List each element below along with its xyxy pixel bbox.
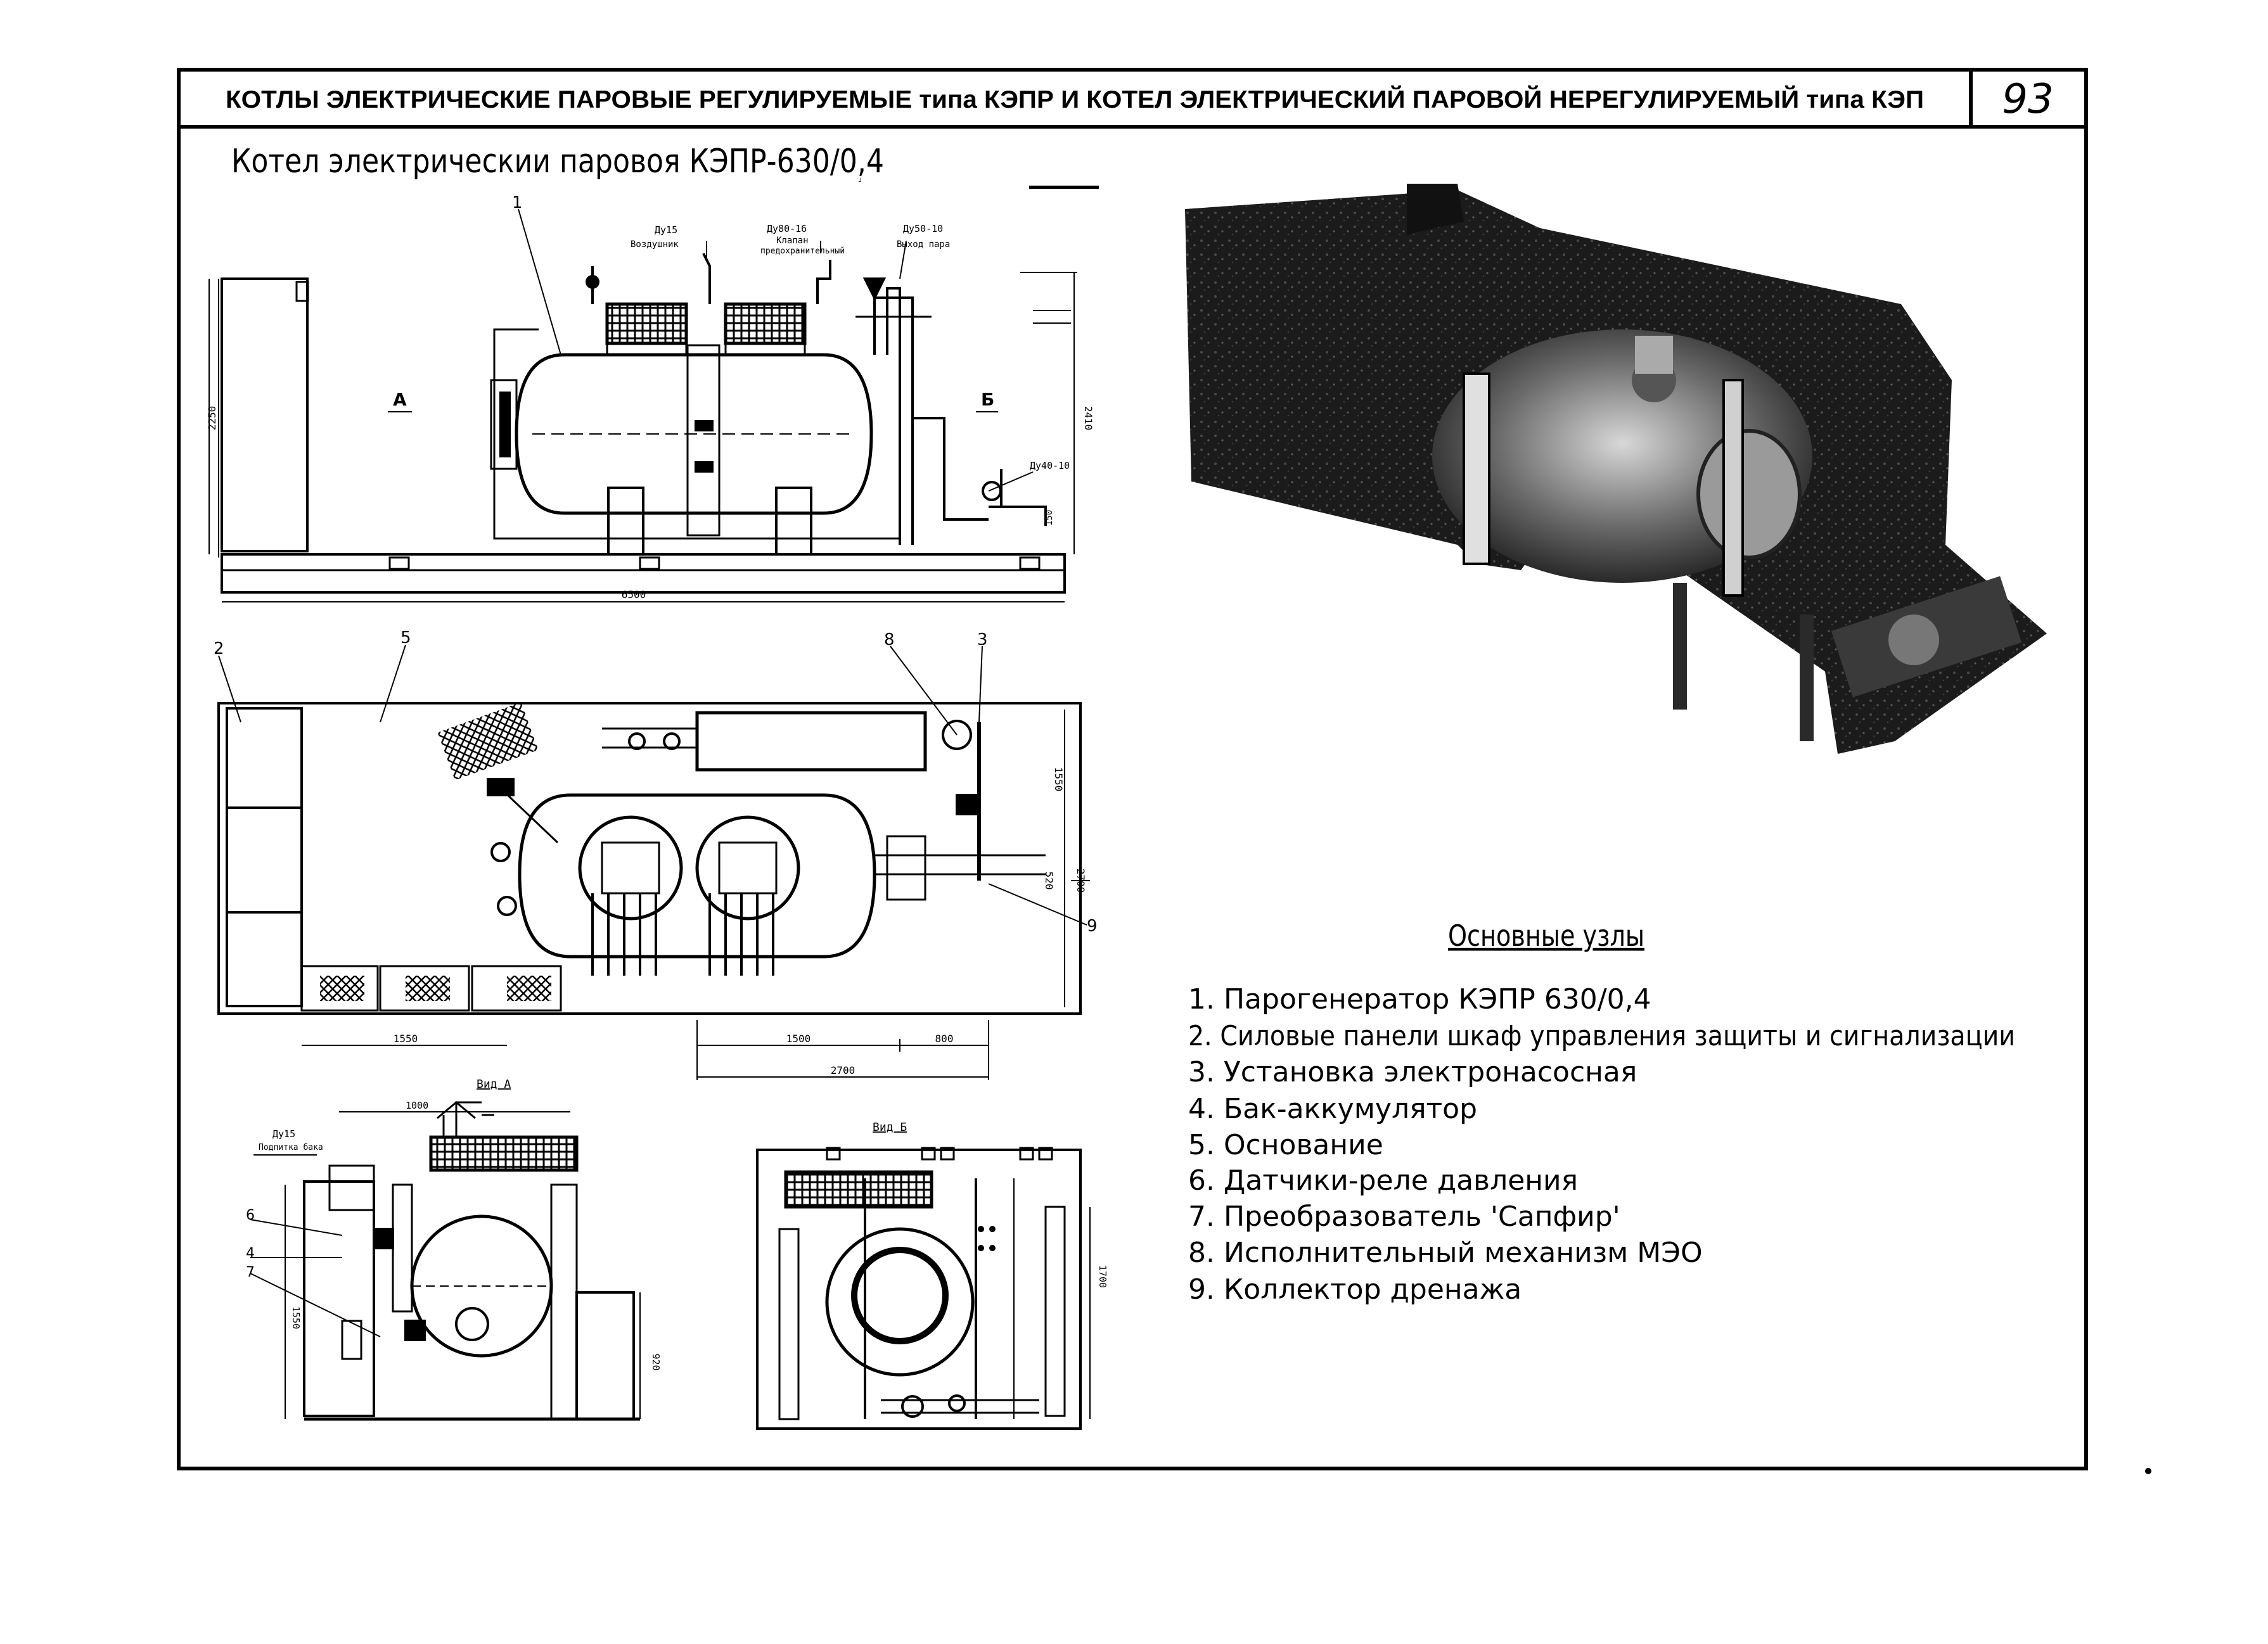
- callout-2: 2: [214, 639, 224, 658]
- plan-view: [217, 644, 1090, 1080]
- stray-dot: [2145, 1468, 2151, 1474]
- dim-plan-1500: 1500: [786, 1033, 811, 1045]
- view-a: [250, 1101, 641, 1421]
- view-b-title: Вид Б: [873, 1121, 907, 1134]
- legend-title: Основные узлы: [1448, 919, 1644, 953]
- title-note: ┘: [859, 177, 862, 186]
- legend-item-7: 7. Преобразователь 'Сапфир': [1188, 1201, 1620, 1233]
- header-title: КОТЛЫ ЭЛЕКТРИЧЕСКИЕ ПАРОВЫЕ РЕГУЛИРУЕМЫЕ…: [226, 85, 1924, 113]
- legend-item-4: 4. Бак-аккумулятор: [1188, 1093, 1477, 1125]
- plan-drum: [518, 793, 876, 959]
- pipe-steam-name: Выход пара: [897, 239, 950, 250]
- dim-side-length: 6500: [622, 589, 646, 601]
- legend-item-9: 9. Коллектор дренажа: [1188, 1273, 1522, 1306]
- sheet-frame: [177, 68, 2088, 1470]
- base-frame: [221, 553, 1066, 594]
- legend-item-8: 8. Исполнительный механизм МЭО: [1188, 1237, 1703, 1269]
- pipe-air-dn: Ду15: [655, 224, 677, 236]
- dim-plan-1550-right: 1550: [1053, 767, 1065, 792]
- pipe-air-name: Воздушник: [631, 239, 679, 250]
- dim-plan-520: 520: [1043, 872, 1055, 890]
- callout-4: 4: [246, 1246, 255, 1261]
- view-a-pipe-dn: Ду15: [272, 1128, 295, 1140]
- cabinet-handle: [295, 281, 309, 302]
- dim-side-height-right: 2410: [1082, 406, 1094, 431]
- legend-list: 1. Парогенератор КЭПР 630/0,4 2. Силовые…: [1188, 983, 2015, 1306]
- dim-plan-1550-bottom: 1550: [394, 1033, 418, 1045]
- pipe-steam-dn: Ду50-10: [903, 223, 943, 234]
- legend-item-5: 5. Основание: [1188, 1129, 1383, 1161]
- callout-3: 3: [977, 630, 988, 649]
- view-a-heater: [429, 1135, 579, 1172]
- view-a-dim-1000: 1000: [406, 1100, 428, 1111]
- callout-7: 7: [246, 1265, 255, 1280]
- page-number: 93: [2002, 76, 2053, 123]
- hatched-mesh: [437, 702, 539, 781]
- legend-item-2: 2. Силовые панели шкаф управления защиты…: [1188, 1020, 2015, 1052]
- view-b-outline: [756, 1149, 1082, 1430]
- pipe-valve-dn: Ду80-16: [767, 223, 807, 234]
- dim-side-150: 150: [1044, 510, 1054, 526]
- title-mark: [1029, 186, 1099, 189]
- pipe-valve-name2: предохранительный: [760, 246, 845, 256]
- control-cabinet: [221, 277, 309, 552]
- view-b: [756, 1147, 1091, 1430]
- boiler-drum: [515, 353, 873, 515]
- legend-item-3: 3. Установка электронасосная: [1188, 1056, 1637, 1088]
- callout-8: 8: [884, 630, 895, 649]
- view-b-flange: [851, 1247, 949, 1344]
- dim-plan-2700-right: 2700: [1075, 869, 1087, 893]
- side-view: [208, 208, 1077, 602]
- view-a-title: Вид А: [477, 1078, 511, 1091]
- dim-plan-2700-bottom: 2700: [831, 1064, 855, 1076]
- view-a-dim-1550: 1550: [290, 1306, 302, 1329]
- view-a-dim-920: 920: [650, 1353, 662, 1370]
- legend-item-6: 6. Датчики-реле давления: [1188, 1164, 1578, 1197]
- heater-flange-1: [578, 815, 683, 921]
- view-b-dim-1700: 1700: [1097, 1265, 1108, 1288]
- pipe-water-dn: Ду40-10: [1030, 460, 1070, 471]
- view-b-heater: [784, 1170, 933, 1209]
- view-label-b: Б: [981, 389, 994, 410]
- view-a-pipe-name: Подпитка бака: [259, 1143, 323, 1152]
- dim-plan-800: 800: [935, 1033, 954, 1045]
- view-b-drum: [825, 1227, 975, 1377]
- boiler-photo: [1185, 184, 2047, 754]
- view-label-a: А: [393, 389, 407, 410]
- callout-1: 1: [512, 193, 523, 212]
- legend-item-1: 1. Парогенератор КЭПР 630/0,4: [1188, 983, 1651, 1016]
- callout-9: 9: [1087, 917, 1098, 936]
- drawing-title: Котел электрическии паровоя КЭПР-630/0,4: [231, 143, 884, 181]
- heater-flange-2: [695, 815, 800, 921]
- callout-6: 6: [246, 1208, 255, 1223]
- callout-5: 5: [400, 628, 411, 647]
- plan-outline: [217, 702, 1082, 1015]
- heater-block-2: [724, 302, 807, 345]
- pump-unit: [695, 711, 927, 772]
- pipe-valve-name1: Клапан: [776, 236, 809, 246]
- dim-side-height-left: 2250: [206, 406, 218, 431]
- heater-block-1: [605, 302, 688, 345]
